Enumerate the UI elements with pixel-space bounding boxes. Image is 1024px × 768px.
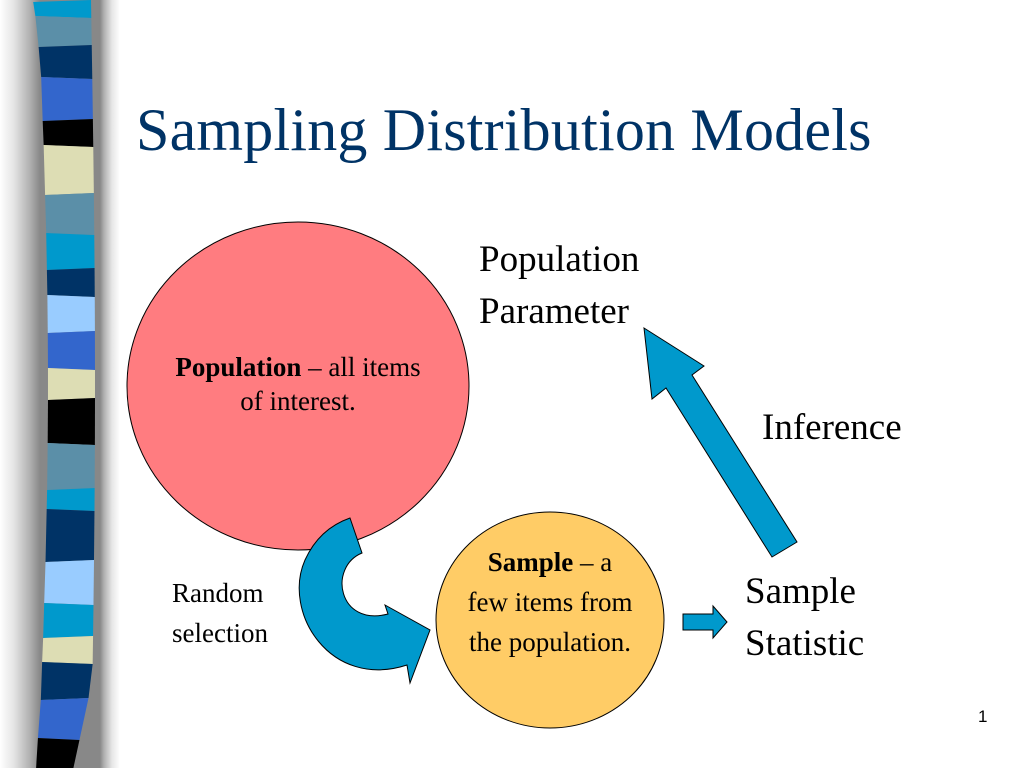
stripe-segment	[47, 368, 95, 400]
population-description: Population – all items of interest.	[175, 352, 421, 416]
stripe-segment	[46, 268, 95, 297]
stripe-segment	[47, 331, 95, 370]
page-number: 1	[978, 707, 988, 726]
stripe-segment	[37, 698, 89, 740]
stripe-segment	[36, 738, 80, 768]
random-selection-label: Random selection	[172, 578, 268, 648]
stripe-segment	[45, 509, 95, 562]
random-selection-arrow	[298, 517, 431, 685]
inference-arrow	[643, 327, 798, 558]
stripe-segment	[42, 636, 94, 664]
population-circle	[126, 221, 470, 551]
population-label: Population	[175, 352, 302, 382]
sample-circle	[435, 511, 665, 729]
inference-label: Inference	[762, 407, 902, 448]
stripe-segment	[33, 0, 92, 18]
stripe-segment	[43, 603, 94, 638]
stripe-segment	[42, 119, 94, 147]
sample-description: Sample – a few items from the population…	[467, 547, 633, 657]
stripe-segment	[47, 398, 95, 445]
stripe-segment	[45, 193, 95, 235]
stripe-segment	[41, 77, 93, 121]
decorative-stripe-bar	[33, 0, 95, 768]
population-parameter-label: Population Parameter	[479, 239, 640, 332]
stripe-segment	[47, 295, 95, 333]
slide-title: Sampling Distribution Models	[136, 97, 872, 163]
stripe-segment	[43, 145, 94, 195]
sample-label: Sample	[487, 547, 574, 577]
stripe-segment	[46, 233, 95, 270]
sample-statistic-label: Sample Statistic	[745, 571, 865, 664]
stripe-segment	[46, 488, 95, 511]
stripe-segment	[35, 16, 92, 47]
statistic-arrow	[682, 604, 728, 640]
stripe-segment	[47, 443, 95, 490]
stripe-segment	[38, 45, 93, 79]
stripe-segment	[40, 662, 93, 700]
stripe-segment	[44, 560, 95, 605]
